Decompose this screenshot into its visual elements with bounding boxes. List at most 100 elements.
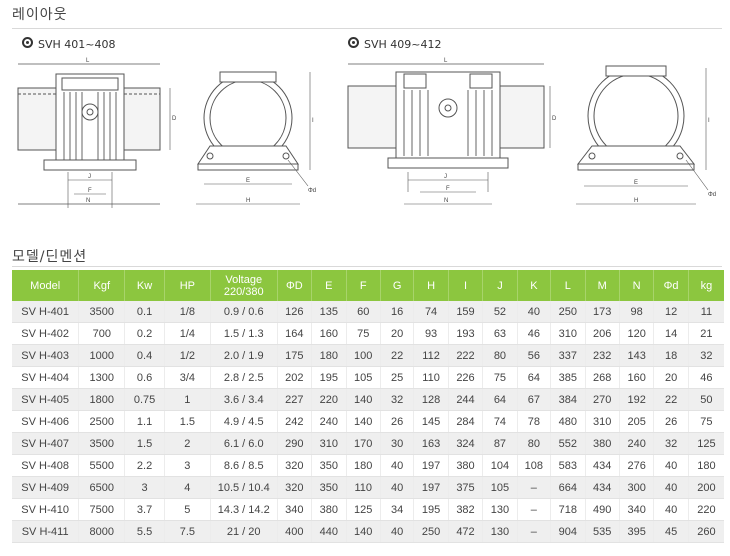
table-cell: 0.1 bbox=[124, 301, 165, 323]
table-cell: 434 bbox=[584, 454, 620, 477]
table-cell: 268 bbox=[584, 366, 620, 389]
table-cell: 310 bbox=[311, 432, 346, 455]
drawing-svh-401-408: L D J F N E H I Φd bbox=[17, 58, 316, 208]
table-cell: 340 bbox=[618, 498, 654, 521]
table-cell: 14 bbox=[653, 322, 689, 345]
table-cell: 375 bbox=[447, 476, 483, 499]
table-cell: 1.5 bbox=[124, 432, 165, 455]
dim-label-L-2: L bbox=[444, 58, 448, 64]
model-cell: SV H-410 bbox=[12, 498, 79, 521]
table-cell: 6.1 / 6.0 bbox=[209, 432, 278, 455]
model-cell: SV H-408 bbox=[12, 454, 79, 477]
model-cell: SV H-405 bbox=[12, 388, 79, 411]
table-cell: 440 bbox=[311, 520, 346, 543]
table-cell: 3.7 bbox=[124, 498, 165, 521]
column-header: N bbox=[618, 270, 654, 301]
table-cell: 1 bbox=[163, 388, 211, 411]
table-cell: 0.2 bbox=[124, 322, 165, 345]
table-cell: 22 bbox=[653, 388, 689, 411]
table-cell: 40 bbox=[516, 301, 551, 323]
table-cell: 0.6 bbox=[124, 366, 165, 389]
table-cell: 163 bbox=[413, 432, 449, 455]
column-header: L bbox=[550, 270, 585, 301]
column-header: Kw bbox=[124, 270, 165, 301]
table-cell: 26 bbox=[653, 410, 689, 433]
dim-label-N: N bbox=[86, 198, 90, 204]
table-cell: 552 bbox=[550, 432, 585, 455]
table-cell: 4.9 / 4.5 bbox=[209, 410, 278, 433]
bullet-icon bbox=[348, 37, 359, 48]
table-cell: 380 bbox=[447, 454, 483, 477]
model-cell: SV H-409 bbox=[12, 476, 79, 499]
column-header: kg bbox=[687, 270, 724, 301]
table-cell: 105 bbox=[482, 476, 518, 499]
table-cell: 3.6 / 3.4 bbox=[209, 388, 278, 411]
table-cell: 104 bbox=[482, 454, 518, 477]
table-cell: 1/8 bbox=[163, 301, 211, 323]
column-header: Model bbox=[12, 270, 79, 301]
table-cell: 5500 bbox=[78, 454, 125, 477]
table-cell: 1800 bbox=[78, 388, 125, 411]
dim-label-D: D bbox=[172, 116, 177, 122]
table-cell: 718 bbox=[550, 498, 585, 521]
column-header: M bbox=[584, 270, 620, 301]
dim-label-F: F bbox=[88, 188, 92, 194]
table-cell: 350 bbox=[311, 454, 346, 477]
table-cell: 40 bbox=[653, 454, 689, 477]
table-cell: 276 bbox=[618, 454, 654, 477]
bullet-icon bbox=[22, 37, 33, 48]
column-header: K bbox=[516, 270, 551, 301]
table-cell: 125 bbox=[345, 498, 381, 521]
table-cell: 105 bbox=[345, 366, 381, 389]
table-cell: 78 bbox=[516, 410, 551, 433]
table-cell: 202 bbox=[276, 366, 312, 389]
table-cell: 0.9 / 0.6 bbox=[209, 301, 278, 323]
table-cell: 2.2 bbox=[124, 454, 165, 477]
table-cell: 2.8 / 2.5 bbox=[209, 366, 278, 389]
table-cell: 108 bbox=[516, 454, 551, 477]
table-cell: 180 bbox=[345, 454, 381, 477]
table-cell: 242 bbox=[276, 410, 312, 433]
dim-label-L: L bbox=[86, 58, 90, 64]
table-cell: 143 bbox=[618, 344, 654, 367]
table-cell: 4 bbox=[163, 476, 211, 499]
table-cell: 205 bbox=[618, 410, 654, 433]
column-header: Φd bbox=[653, 270, 689, 301]
table-cell: 700 bbox=[78, 322, 125, 345]
table-cell: 385 bbox=[550, 366, 585, 389]
table-cell: 1.5 / 1.3 bbox=[209, 322, 278, 345]
column-header: J bbox=[482, 270, 518, 301]
table-cell: 140 bbox=[345, 410, 381, 433]
table-cell: 110 bbox=[413, 366, 449, 389]
dim-label-E: E bbox=[246, 178, 250, 184]
table-cell: 128 bbox=[413, 388, 449, 411]
table-cell: 160 bbox=[618, 366, 654, 389]
table-cell: 40 bbox=[379, 454, 414, 477]
table-cell: 170 bbox=[345, 432, 381, 455]
table-cell: 11 bbox=[687, 301, 724, 323]
table-cell: 20 bbox=[653, 366, 689, 389]
model-cell: SV H-401 bbox=[12, 301, 79, 323]
table-cell: 8.6 / 8.5 bbox=[209, 454, 278, 477]
table-cell: 197 bbox=[413, 454, 449, 477]
table-cell: 226 bbox=[447, 366, 483, 389]
table-cell: 50 bbox=[687, 388, 724, 411]
table-cell: 40 bbox=[379, 520, 414, 543]
table-cell: 40 bbox=[653, 498, 689, 521]
table-cell: 74 bbox=[482, 410, 518, 433]
table-cell: 535 bbox=[584, 520, 620, 543]
table-cell: 380 bbox=[584, 432, 620, 455]
drawing-caption-1: SVH 401~408 bbox=[22, 37, 115, 51]
table-cell: 310 bbox=[550, 322, 585, 345]
table-cell: 18 bbox=[653, 344, 689, 367]
column-header: G bbox=[379, 270, 414, 301]
table-cell: 6500 bbox=[78, 476, 125, 499]
